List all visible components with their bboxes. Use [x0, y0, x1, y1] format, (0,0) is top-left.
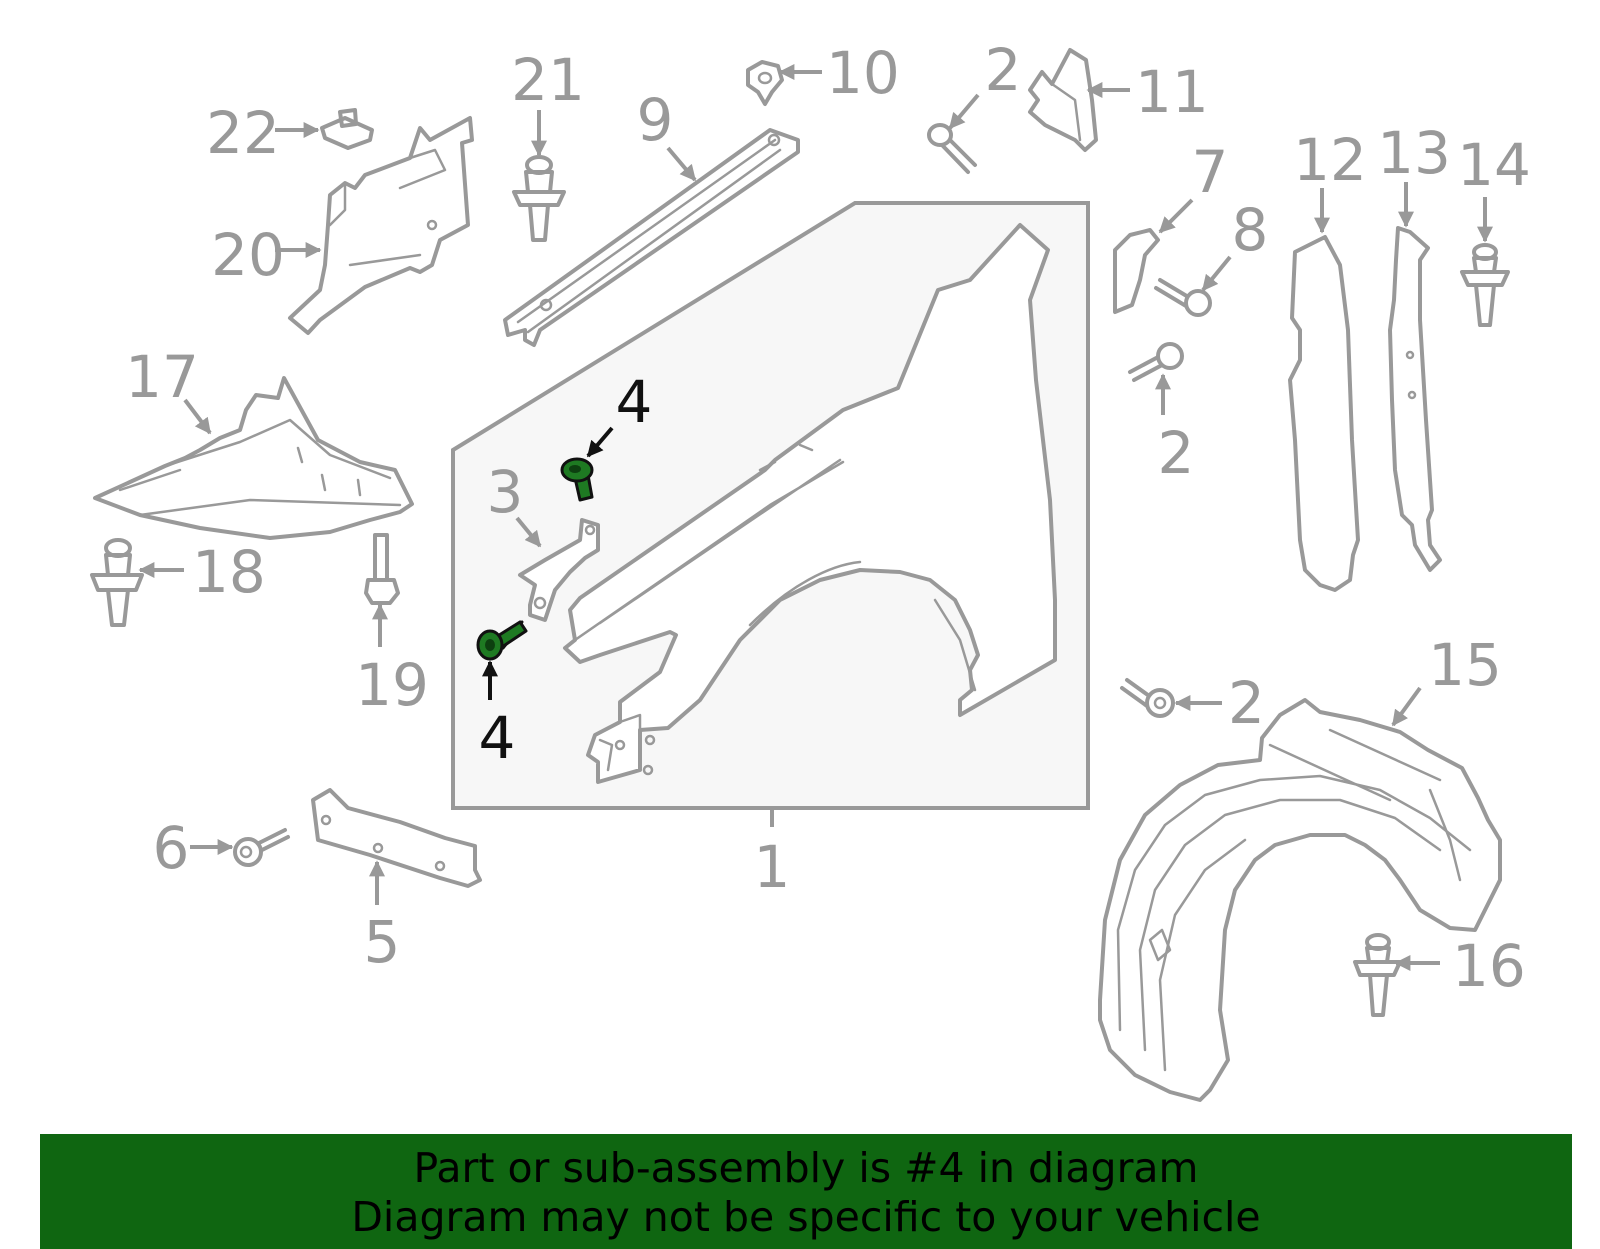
bracket-part-7: [1113, 228, 1160, 314]
callout-18: 18: [192, 538, 266, 606]
callout-11: 11: [1135, 58, 1209, 126]
clip-part-16: [1353, 933, 1402, 1017]
callout-22: 22: [206, 99, 280, 167]
banner-line-1: Part or sub-assembly is #4 in diagram: [413, 1144, 1199, 1192]
leader-lines: [138, 64, 1493, 971]
bolt-part-4-upper: [560, 457, 594, 502]
callout-4-upper[interactable]: 4: [616, 368, 653, 436]
info-banner: Part or sub-assembly is #4 in diagram Di…: [40, 1134, 1572, 1249]
bolt-part-2-lower: [1120, 678, 1175, 718]
bolt-part-6: [233, 828, 290, 867]
bolt-part-2-top: [927, 123, 977, 174]
strip-part-13: [1388, 226, 1442, 572]
seal-part-12: [1288, 235, 1360, 592]
shield-part-17: [93, 376, 414, 540]
callout-2-middle: 2: [1158, 419, 1195, 487]
callout-2-lower: 2: [1228, 669, 1265, 737]
shield-part-20: [288, 116, 474, 335]
clip-part-18: [90, 538, 144, 627]
callout-2-top: 2: [985, 36, 1022, 104]
callout-21: 21: [511, 46, 585, 114]
bolt-part-4-lower: [476, 620, 528, 661]
callout-8: 8: [1232, 196, 1269, 264]
callout-17: 17: [125, 343, 199, 411]
nut-part-22: [320, 108, 374, 150]
banner-line-2: Diagram may not be specific to your vehi…: [351, 1193, 1261, 1241]
callout-6: 6: [153, 814, 190, 882]
callout-13: 13: [1377, 119, 1451, 187]
callout-3: 3: [487, 458, 524, 526]
callout-12: 12: [1293, 126, 1367, 194]
callout-16: 16: [1452, 932, 1526, 1000]
bolt-part-2-middle: [1128, 342, 1184, 382]
bracket-part-11: [1028, 48, 1098, 152]
bolt-part-19: [364, 533, 400, 605]
bolt-part-8: [1154, 278, 1212, 317]
callout-4-lower[interactable]: 4: [479, 704, 516, 772]
bracket-part-5: [311, 788, 482, 888]
callout-19: 19: [355, 651, 429, 719]
callout-10: 10: [826, 39, 900, 107]
callout-labels: 1 2 2 2 3 4 4 5 6 7 8 9 10 11 12 13 14 1…: [125, 36, 1531, 1000]
callout-7: 7: [1192, 138, 1229, 206]
callout-1: 1: [754, 833, 791, 901]
fender-assembly-panel: [451, 201, 1090, 810]
callout-5: 5: [364, 908, 401, 976]
clip-part-14: [1460, 243, 1510, 327]
callout-15: 15: [1428, 631, 1502, 699]
callout-9: 9: [637, 86, 674, 154]
clip-part-21: [512, 155, 566, 242]
callout-20: 20: [211, 221, 285, 289]
bracket-part-3: [518, 518, 600, 622]
liner-part-15: [1098, 698, 1502, 1102]
callout-14: 14: [1457, 131, 1531, 199]
nut-part-10: [746, 60, 784, 106]
rail-part-9: [503, 128, 800, 347]
fender-outline: [563, 223, 1057, 784]
